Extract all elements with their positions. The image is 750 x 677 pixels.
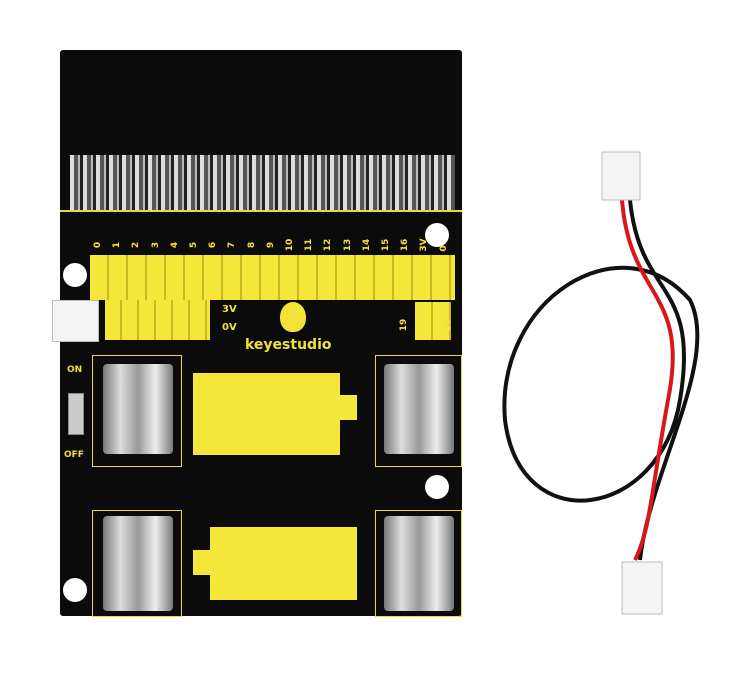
- battery-pad-top-tab: [340, 395, 357, 420]
- black-wire: [502, 199, 700, 561]
- power-header: [105, 300, 210, 340]
- battery-holder: [92, 355, 182, 467]
- battery-holder: [375, 510, 462, 617]
- power-switch[interactable]: [68, 393, 84, 435]
- battery-pad-bottom: [210, 527, 357, 600]
- mounting-hole: [425, 475, 449, 499]
- gpio-header: [90, 255, 455, 300]
- battery-pad-top: [193, 373, 340, 455]
- battery-connector-socket: [52, 300, 99, 342]
- pin-19-20-header: [415, 302, 451, 340]
- ladybug-logo-icon: [280, 302, 306, 332]
- battery-holder: [92, 510, 182, 617]
- battery-holder: [375, 355, 462, 467]
- label-0v: 0V: [222, 322, 237, 333]
- label-3v: 3V: [222, 304, 237, 315]
- red-wire: [620, 199, 675, 561]
- edge-connector: [70, 155, 455, 210]
- mounting-hole: [425, 223, 449, 247]
- cable-connector-bottom: [621, 561, 663, 615]
- battery-pad-bottom-tab: [193, 550, 210, 575]
- divider-line: [60, 210, 462, 212]
- mounting-hole: [63, 263, 87, 287]
- switch-off-label: OFF: [64, 450, 84, 460]
- switch-on-label: ON: [67, 365, 83, 375]
- battery-expansion-board: 0123456789101112131415163V0V 3V 0V 19 20…: [60, 50, 462, 617]
- cable-connector-top: [601, 151, 641, 201]
- mounting-hole: [63, 578, 87, 602]
- brand-logo: keyestudio: [245, 337, 332, 353]
